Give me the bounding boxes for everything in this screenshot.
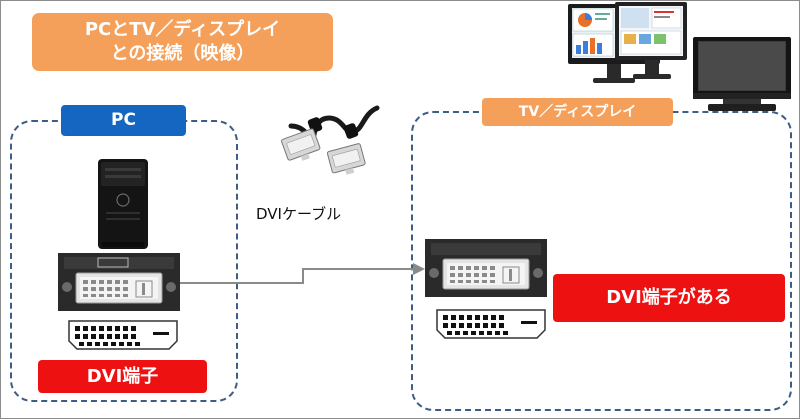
tv-dvi-port-icon [425,239,547,297]
tv-dvi-pinout-icon [436,309,546,339]
pc-dvi-port-icon [58,253,180,311]
monitors-icon [568,2,791,111]
title-line-2: との接続（映像） [110,43,255,64]
dvi-cable-icon [281,105,380,175]
pc-tag: PC [61,105,186,136]
cable-label: DVIケーブル [256,205,342,223]
tv-tag: TV／ディスプレイ [482,98,673,126]
tv-dvi-label: DVI端子がある [553,274,785,322]
pc-dvi-label: DVI端子 [38,360,207,393]
pc-dvi-pinout-icon [68,320,178,350]
title-line-1: PCとTV／ディスプレイ [84,19,281,40]
diagram-title: PCとTV／ディスプレイ との接続（映像） [32,13,333,71]
pc-tower-icon [98,159,148,249]
